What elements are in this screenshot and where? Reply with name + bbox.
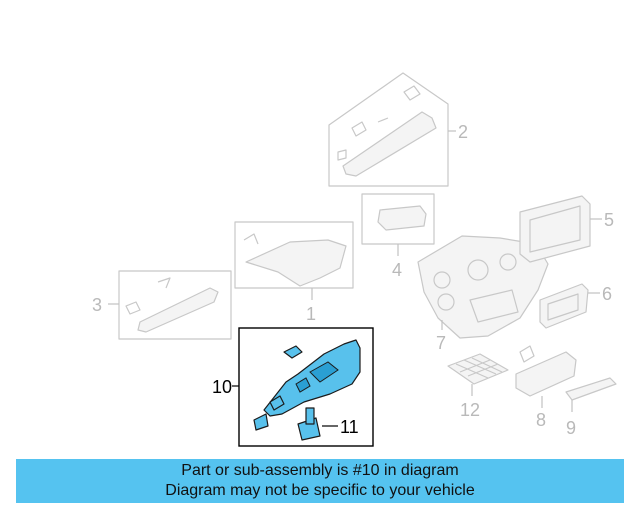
part-9-strip [565, 377, 617, 401]
part-1-group: 1 [234, 221, 354, 324]
part-12-mesh [447, 353, 509, 385]
part-4-group: 4 [361, 193, 435, 280]
part-3-box [118, 270, 232, 340]
notice-banner: Part or sub-assembly is #10 in diagram D… [16, 459, 624, 503]
part-4-piece [377, 205, 427, 231]
part-2-clip-b [351, 121, 367, 137]
callout-12: 12 [460, 400, 480, 420]
part-8-tab [519, 345, 535, 363]
part-2-detail [377, 117, 389, 123]
callout-8: 8 [536, 410, 546, 430]
part-5-frame [519, 195, 591, 263]
part-10-vent [309, 361, 339, 383]
part-2-trim [342, 111, 437, 177]
callout-6: 6 [602, 284, 612, 304]
part-3-detail [157, 277, 171, 289]
callout-10: 10 [212, 377, 232, 397]
callout-9: 9 [566, 418, 576, 438]
part-6-group: 6 [539, 283, 612, 329]
notice-line-2: Diagram may not be specific to your vehi… [165, 482, 475, 499]
callout-1: 1 [306, 304, 316, 324]
part-7-group: 7 [417, 235, 549, 353]
part-12-group: 12 [447, 353, 509, 420]
part-9-group: 9 [565, 377, 617, 438]
part-8-group: 8 [515, 345, 577, 430]
part-12-grid [455, 357, 503, 379]
part-10-clip-bottom [253, 413, 269, 431]
part-5-group: 5 [519, 195, 614, 263]
part-2-tab [337, 149, 347, 161]
part-7-port-c [467, 259, 489, 281]
part-3-clip [125, 301, 141, 315]
callout-2: 2 [458, 122, 468, 142]
callout-7: 7 [436, 333, 446, 353]
part-1-box [234, 221, 354, 289]
part-11-group: 11 [297, 407, 359, 441]
part-10-switch [295, 377, 311, 393]
callout-5: 5 [604, 210, 614, 230]
part-8-bracket [515, 351, 577, 397]
part-10-clip-top [283, 345, 303, 359]
part-5-inner [529, 205, 581, 253]
part-7-port-b [437, 293, 455, 311]
part-7-panel [469, 289, 519, 323]
part-1-clip [243, 233, 259, 245]
part-11-post [305, 407, 315, 425]
part-10-panel [263, 339, 361, 417]
part-3-group: 3 [92, 270, 232, 340]
part-1-panel [245, 239, 347, 287]
part-2-box [328, 72, 449, 187]
part-7-port-a [433, 271, 451, 289]
callout-11: 11 [340, 417, 359, 437]
part-3-trim [137, 287, 219, 333]
callout-4: 4 [392, 260, 402, 280]
part-6-inner [547, 293, 579, 321]
part-6-frame [539, 283, 589, 329]
part-2-group: 2 [328, 72, 468, 187]
part-2-clip [403, 85, 421, 101]
part-7-port-d [499, 253, 517, 271]
callout-3: 3 [92, 295, 102, 315]
notice-line-1: Part or sub-assembly is #10 in diagram [181, 462, 459, 479]
part-10-clip-side [269, 395, 285, 411]
